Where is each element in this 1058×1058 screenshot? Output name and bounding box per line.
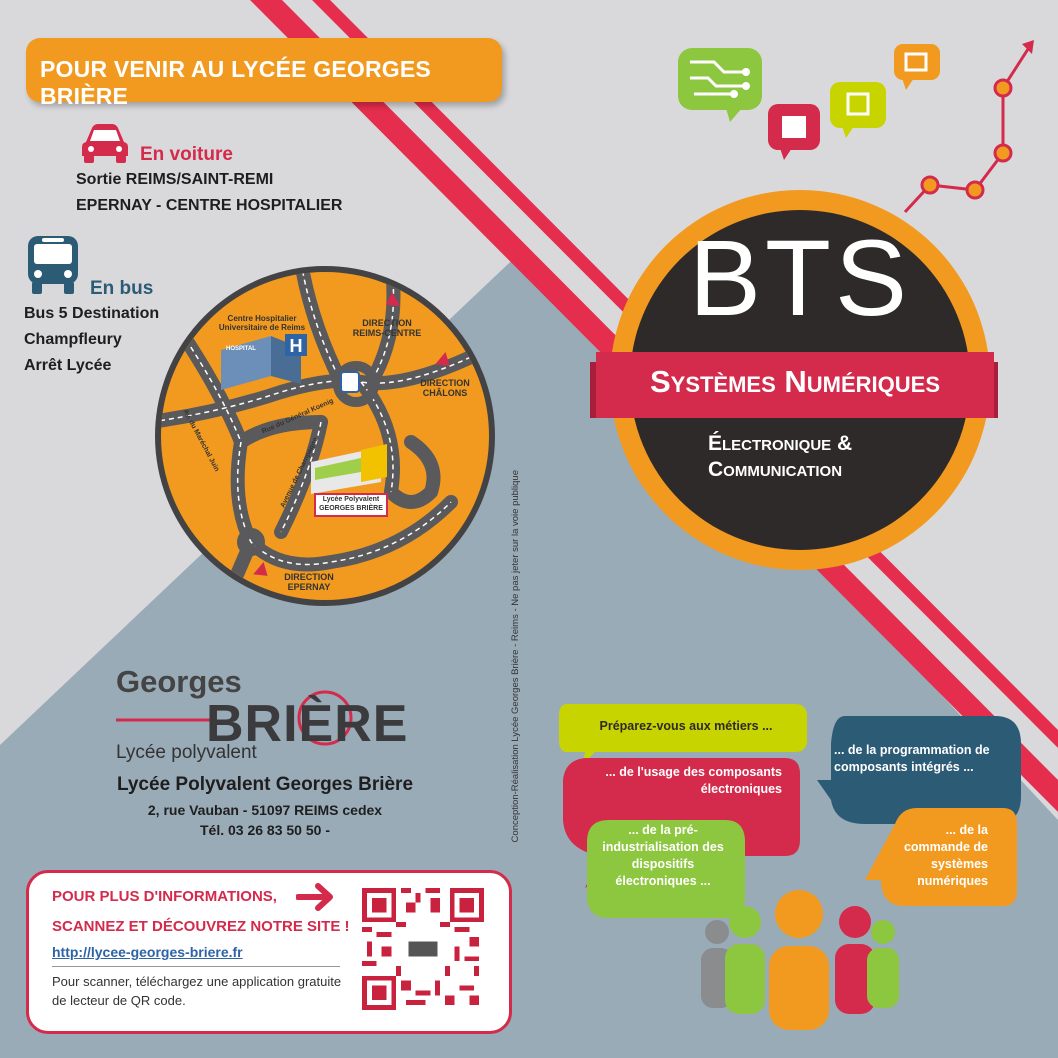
bubble-industrialisation: ... de la pré-industrialisation des disp… — [602, 823, 724, 888]
logo-georges: Georges — [116, 664, 242, 699]
logo-lycee-polyvalent: Lycée polyvalent — [116, 742, 257, 763]
car-title: En voiture — [140, 144, 233, 165]
map-hospital-sign: HOSPITAL — [226, 346, 256, 352]
info-divider — [52, 966, 340, 967]
map-h-sign: H — [289, 336, 303, 356]
logo-briere: BRIÈRE — [206, 695, 409, 753]
banner-title: POUR VENIR AU LYCÉE GEORGES BRIÈRE — [40, 56, 431, 109]
bus-line-1: Bus 5 Destination — [24, 305, 160, 322]
map-direction-reims: DIRECTION REIMS-CENTRE — [352, 318, 422, 338]
car-line-2: EPERNAY - CENTRE HOSPITALIER — [76, 197, 343, 214]
school-name: Lycée Polyvalent Georges Brière — [116, 774, 414, 795]
bubble-components: ... de l'usage des composants électroniq… — [605, 765, 782, 796]
bts-subtitle-1: Électronique & — [708, 432, 853, 455]
website-link[interactable]: http://lycee-georges-briere.fr — [52, 944, 243, 960]
chip-icon — [768, 104, 820, 160]
bus-line-3: Arrêt Lycée — [24, 357, 112, 374]
access-map: Centre Hospitalier Universitaire de Reim… — [155, 266, 495, 606]
bts-title: BTS — [688, 217, 912, 338]
car-line-1: Sortie REIMS/SAINT-REMI — [76, 171, 274, 188]
map-roads — [161, 272, 489, 600]
bubbles-graphic — [559, 704, 1021, 1030]
vertical-credit-wrap: Conception-Réalisation Lycée Georges Bri… — [510, 470, 526, 870]
qr-instructions: Pour scanner, téléchargez une applicatio… — [52, 974, 342, 1008]
vertical-credit: Conception-Réalisation Lycée Georges Bri… — [510, 470, 521, 843]
bus-title: En bus — [90, 278, 154, 299]
arrow-right-icon — [296, 883, 333, 911]
info-line-2: SCANNEZ ET DÉCOUVREZ NOTRE SITE ! — [52, 918, 350, 935]
ribbon-title: Systèmes Numériques — [649, 364, 941, 399]
school-address: 2, rue Vauban - 51097 REIMS cedex — [147, 802, 383, 818]
map-direction-chalons: DIRECTION CHÂLONS — [420, 378, 470, 398]
circuit-icon — [678, 48, 762, 122]
bubble-intro: Préparez-vous aux métiers ... — [599, 719, 773, 733]
bts-subtitle-2: Communication — [708, 458, 843, 481]
school-logo-graphic — [116, 690, 353, 746]
processor-icon — [830, 82, 886, 138]
microchip-icon — [894, 44, 940, 90]
map-lycee-label-1: Lycée Polyvalent — [322, 496, 380, 503]
info-line-1: POUR PLUS D'INFORMATIONS, — [52, 888, 277, 905]
school-phone: Tél. 03 26 83 50 50 - — [200, 822, 330, 838]
car-icon — [82, 124, 128, 163]
map-hospital-label: Centre Hospitalier Universitaire de Reim… — [218, 314, 306, 332]
bubble-command: ... de la commande de systèmes numérique… — [903, 823, 988, 888]
qr-code[interactable] — [362, 888, 484, 1010]
map-lycee-label-2: GEORGES BRIÈRE — [319, 505, 383, 512]
map-direction-epernay: DIRECTION EPERNAY — [284, 572, 334, 592]
specialty-ribbon: Systèmes Numériques — [596, 352, 994, 418]
bubble-programming: ... de la programmation de composants in… — [834, 743, 990, 774]
bus-line-2: Champfleury — [24, 331, 122, 348]
title-banner: POUR VENIR AU LYCÉE GEORGES BRIÈRE — [26, 38, 502, 109]
bus-icon — [28, 236, 78, 294]
